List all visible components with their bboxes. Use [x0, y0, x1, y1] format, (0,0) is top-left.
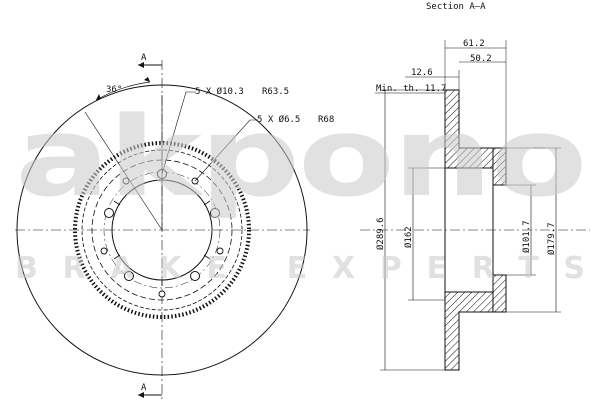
hole-callout-1-leader — [161, 91, 196, 175]
dim-overall-width: 61.2 — [463, 39, 485, 49]
vent-ring-inner — [81, 149, 243, 311]
watermark-tagline: BRAKE EXPERTS — [15, 251, 585, 286]
dim-outer-diameter: Ø289.6 — [375, 217, 386, 250]
hole-callout-1: 5 X Ø10.3 — [195, 86, 244, 97]
dim-thickness: 12.6 — [411, 68, 433, 78]
section-friction-ring-bottom — [444, 291, 494, 371]
dim-hat-diameter: Ø179.7 — [546, 222, 557, 255]
angle-label: 36° — [106, 85, 122, 95]
angle-arrow-left — [96, 94, 101, 100]
section-marker-bottom-arrow — [138, 392, 144, 398]
bolt-hole — [210, 208, 220, 218]
radius-1: R63.5 — [262, 87, 289, 97]
watermark-brand: akpono — [15, 93, 585, 221]
angle-leader-1 — [84, 111, 163, 231]
dim-hat-depth: 50.2 — [470, 54, 492, 64]
section-title: Section A–A — [426, 2, 486, 12]
angle-arrow-right — [144, 77, 150, 82]
watermark: akpono BRAKE EXPERTS — [15, 93, 587, 286]
section-view: Section A–A 61.2 50.2 12.6 Min. th. 11.7 — [360, 2, 590, 371]
hub-notches — [113, 174, 211, 286]
dim-hub-bore: Ø101.7 — [521, 220, 532, 253]
section-marker-bottom: A — [141, 383, 147, 393]
small-hole — [216, 247, 224, 255]
dim-min-thickness: Min. th. 11.7 — [376, 84, 446, 94]
disc-outer-edge — [16, 84, 308, 376]
bolt-hole — [124, 271, 134, 281]
bolt-hole — [190, 271, 200, 281]
small-hole — [100, 247, 108, 255]
bolt-hole — [104, 208, 114, 218]
dim-inner-diameter: Ø162 — [403, 226, 414, 248]
section-hat-wall-bottom — [492, 274, 507, 313]
section-marker-top: A — [141, 53, 147, 63]
small-hole — [158, 290, 166, 298]
hole-callout-2-leader — [194, 119, 258, 182]
front-view: 36° 5 X Ø10.3 R63.5 5 X Ø6.5 R68 A A — [15, 53, 334, 400]
section-marker-top-arrow — [138, 62, 144, 68]
small-hole — [122, 177, 130, 185]
radius-2: R68 — [318, 115, 334, 125]
bolt-holes — [104, 169, 220, 281]
vent-ring-outer — [73, 141, 251, 319]
hole-callout-2: 5 X Ø6.5 — [257, 114, 300, 125]
